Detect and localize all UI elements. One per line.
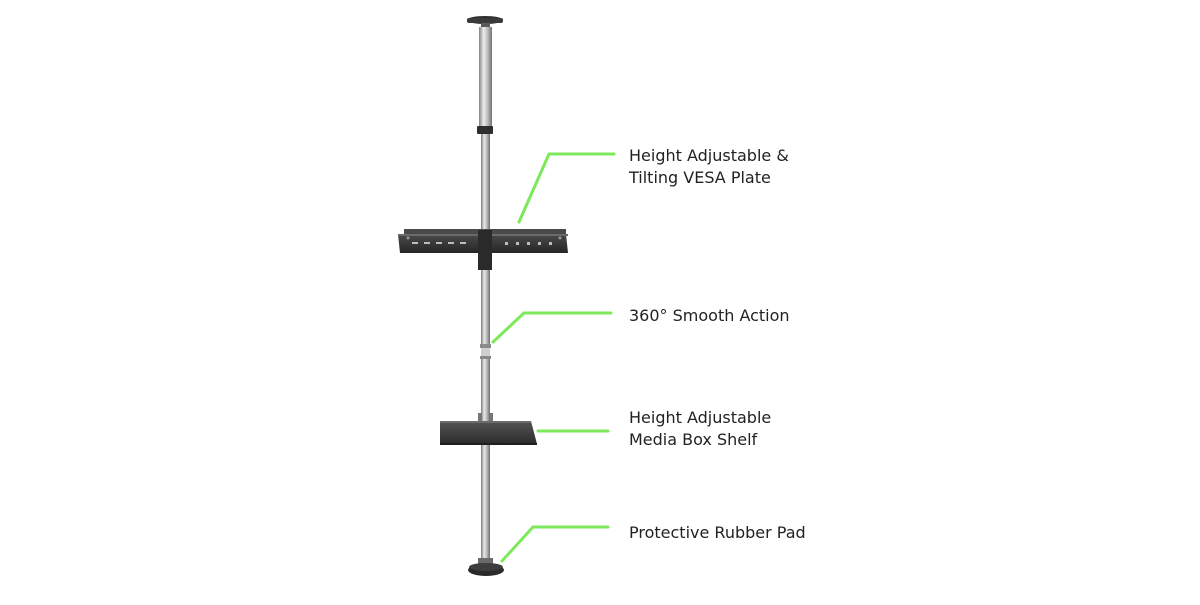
floor-pad xyxy=(468,558,504,576)
callout-rubber-pad: Protective Rubber Pad xyxy=(629,522,806,544)
callout-shelf-line2: Media Box Shelf xyxy=(629,430,758,449)
lower-pole-upper xyxy=(481,359,490,421)
callout-swivel: 360° Smooth Action xyxy=(629,305,790,327)
upper-collar xyxy=(477,126,493,134)
ceiling-pad xyxy=(467,16,503,28)
callout-vesa-plate: Height Adjustable & Tilting VESA Plate xyxy=(629,145,789,189)
callout-shelf-line1: Height Adjustable xyxy=(629,408,772,427)
swivel-joint xyxy=(480,344,491,359)
callout-vesa-line2: Tilting VESA Plate xyxy=(629,168,771,187)
callout-pad-line1: Protective Rubber Pad xyxy=(629,523,806,542)
leader-line-swivel xyxy=(491,311,613,344)
callout-media-shelf: Height Adjustable Media Box Shelf xyxy=(629,407,771,451)
lower-pole-bottom xyxy=(481,445,490,562)
leader-line-pad xyxy=(500,525,610,563)
middle-pole-lower xyxy=(481,270,490,345)
callout-swivel-line1: 360° Smooth Action xyxy=(629,306,790,325)
callout-vesa-line1: Height Adjustable & xyxy=(629,146,789,165)
vesa-plate xyxy=(398,229,568,270)
middle-pole-upper xyxy=(481,134,490,230)
media-shelf xyxy=(440,413,537,445)
leader-line-vesa xyxy=(517,152,616,224)
upper-pole xyxy=(479,27,492,127)
